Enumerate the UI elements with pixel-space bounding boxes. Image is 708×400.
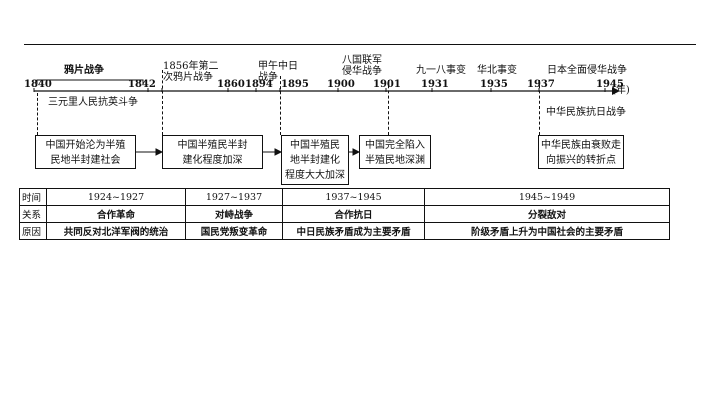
table-cell: 国民党叛变革命	[185, 222, 283, 240]
table-row: 原因 共同反对北洋军阀的统治 国民党叛变革命 中日民族矛盾成为主要矛盾 阶级矛盾…	[19, 222, 670, 240]
table-cell: 阶级矛盾上升为中国社会的主要矛盾	[424, 222, 670, 240]
event-opium-war: 鸦片战争	[64, 65, 104, 76]
dashed-line-1901	[388, 80, 389, 135]
year-label: 1937	[527, 79, 555, 90]
box-semi-colonial-abyss: 中国完全陷入 半殖民地深渊	[359, 135, 431, 169]
dashed-line-1894	[280, 76, 281, 135]
year-label: 1860	[217, 79, 245, 90]
row-header: 关系	[19, 205, 47, 223]
table-cell: 对峙战争	[185, 205, 283, 223]
dashed-line-1840	[37, 93, 38, 135]
table-cell: 1945~1949	[424, 188, 670, 206]
table-row: 关系 合作革命 对峙战争 合作抗日 分裂敌对	[19, 205, 670, 223]
row-header: 原因	[19, 222, 47, 240]
table-cell: 1924~1927	[46, 188, 186, 206]
event-sanyuanli-struggle: 三元里人民抗英斗争	[48, 97, 138, 108]
event-sino-japanese-war: 甲午中日 战争	[258, 61, 298, 83]
year-label: 1895	[281, 79, 309, 90]
table-cell: 合作抗日	[282, 205, 425, 223]
box-semi-colonial-start: 中国开始沦为半殖 民地半封建社会	[35, 135, 136, 169]
box-semi-colonial-deepen: 中国半殖民半封 建化程度加深	[162, 135, 263, 169]
dashed-line-1856	[162, 70, 163, 135]
dashed-line-1937	[539, 80, 540, 135]
axis-unit-label: (年)	[612, 85, 630, 96]
year-label: 1931	[421, 79, 449, 90]
row-header: 时间	[19, 188, 47, 206]
year-label: 1945	[596, 79, 624, 90]
year-label: 1840	[24, 79, 52, 90]
year-label: 1900	[327, 79, 355, 90]
event-eight-nation-alliance: 八国联军 侵华战争	[342, 55, 382, 77]
event-full-scale-invasion: 日本全面侵华战争	[547, 65, 627, 76]
event-second-opium-war: 1856年第二 次鸦片战争	[163, 61, 219, 83]
event-anti-japanese-war: 中华民族抗日战争	[546, 107, 626, 118]
table-cell: 1927~1937	[185, 188, 283, 206]
table-cell: 1937~1945	[282, 188, 425, 206]
table-cell: 共同反对北洋军阀的统治	[46, 222, 186, 240]
year-label: 1842	[128, 79, 156, 90]
table-row: 时间 1924~1927 1927~1937 1937~1945 1945~19…	[19, 188, 670, 206]
year-label: 1901	[373, 79, 401, 90]
event-north-china-incident: 华北事变	[477, 65, 517, 76]
year-label: 1894	[245, 79, 273, 90]
table-cell: 中日民族矛盾成为主要矛盾	[282, 222, 425, 240]
event-mukden-incident: 九一八事变	[416, 65, 466, 76]
box-semi-colonial-greatly-deepen: 中国半殖民 地半封建化 程度大大加深	[281, 135, 349, 185]
table-cell: 合作革命	[46, 205, 186, 223]
year-label: 1935	[480, 79, 508, 90]
kmt-cpc-relations-table: 时间 1924~1927 1927~1937 1937~1945 1945~19…	[19, 188, 670, 240]
box-turning-point: 中华民族由衰败走 向振兴的转折点	[538, 135, 624, 169]
top-rule	[24, 44, 696, 45]
table-cell: 分裂敌对	[424, 205, 670, 223]
